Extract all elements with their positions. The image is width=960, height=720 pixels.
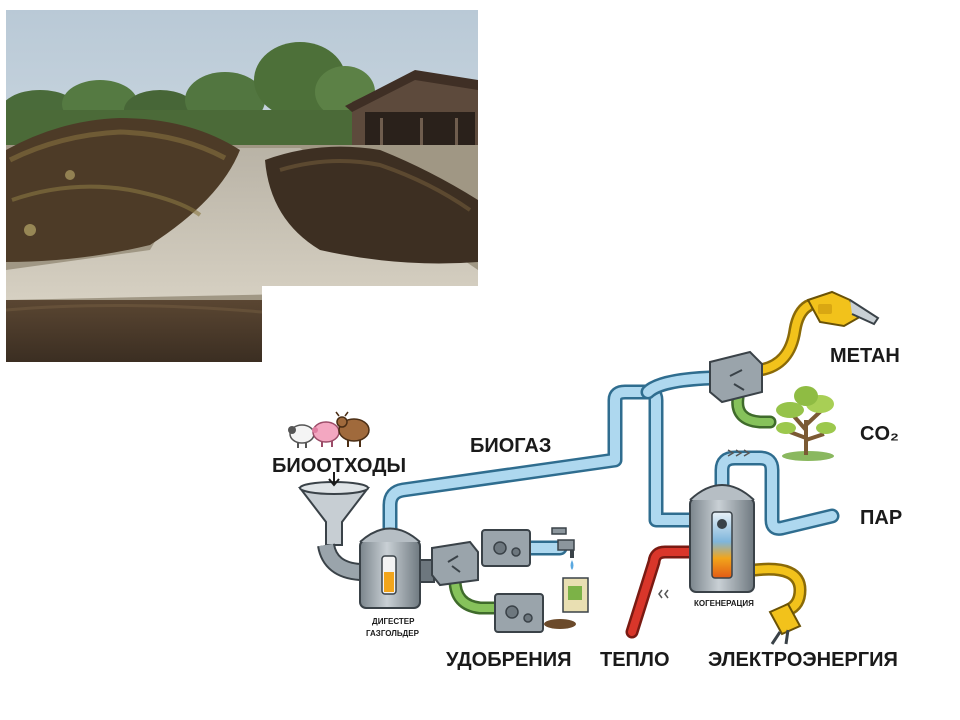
cow-icon	[335, 411, 370, 447]
pig-icon	[312, 421, 340, 447]
heat-label: ТЕПЛО	[600, 649, 670, 671]
steam-arrows	[727, 449, 751, 457]
digester-label-line2: ГАЗГОЛЬДЕР	[366, 629, 420, 638]
fertilizer-bag-icon	[544, 577, 589, 629]
electric-plug-icon	[768, 602, 802, 645]
cogeneration-label: КОГЕНЕРАЦИЯ	[694, 599, 754, 608]
heat-pipe	[625, 545, 697, 639]
cogeneration-tank	[689, 484, 755, 593]
biogas-pipe	[382, 370, 718, 543]
fertilizer-pipe	[448, 573, 502, 615]
digester-tank	[359, 527, 435, 609]
electric-cable	[748, 562, 807, 617]
electricity-label: ЭЛЕКТРОЭНЕРГИЯ	[708, 649, 898, 671]
fuel-nozzle-icon	[806, 290, 880, 328]
heat-arrows	[658, 589, 669, 599]
animal-group-icon	[288, 411, 370, 448]
feed-arrow	[328, 472, 340, 487]
digester-label-line1: ДИГЕСТЕР	[372, 617, 415, 626]
water-tap-icon	[551, 527, 575, 570]
separator-unit	[431, 540, 479, 587]
barn	[345, 70, 478, 150]
methane-label: МЕТАН	[830, 345, 900, 367]
water-treatment-unit	[481, 529, 531, 567]
sheep-icon	[288, 424, 315, 448]
tree-icon	[776, 386, 836, 461]
biogas-label: БИОГАЗ	[470, 435, 551, 457]
fertilizers-label: УДОБРЕНИЯ	[446, 649, 571, 671]
methane-pipe	[753, 299, 815, 377]
right-windrow	[265, 146, 478, 264]
co2-label: CO₂	[860, 423, 899, 445]
co2-pipe	[731, 391, 777, 429]
gas-purifier-unit	[709, 350, 763, 404]
compost-field-photo	[6, 10, 478, 362]
steam-label: ПАР	[860, 507, 902, 529]
steam-pipe	[714, 450, 840, 536]
biowaste-label: БИООТХОДЫ	[272, 455, 406, 477]
fertilizer-unit	[494, 593, 544, 633]
